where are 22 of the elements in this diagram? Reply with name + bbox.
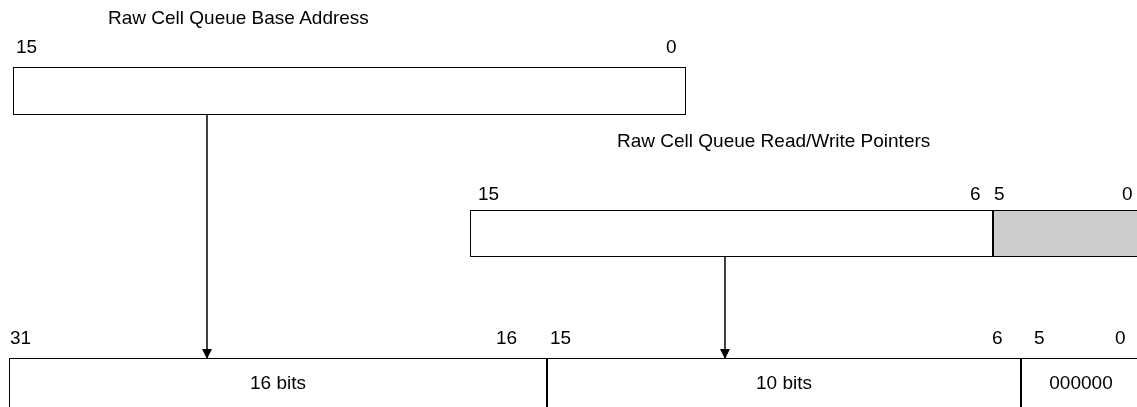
bit-number: 0 (1115, 328, 1126, 347)
bit-number: 6 (970, 184, 981, 203)
register-field: 000000 (1021, 358, 1137, 407)
bit-number: 5 (994, 184, 1005, 203)
bit-number: 0 (1122, 184, 1133, 203)
bit-number: 15 (478, 184, 500, 203)
register-field: 10 bits (547, 358, 1021, 407)
bit-number: 5 (1034, 328, 1045, 347)
bit-number: 0 (666, 37, 677, 56)
bit-number: 16 (496, 328, 518, 347)
register-field: 16 bits (9, 358, 547, 407)
reserved-bits-box (993, 210, 1137, 257)
arrow (720, 256, 730, 359)
arrow (202, 114, 212, 359)
register-title: Raw Cell Queue Read/Write Pointers (617, 131, 931, 150)
register-box (470, 210, 993, 257)
register-title: Raw Cell Queue Base Address (108, 8, 369, 27)
bit-number: 15 (550, 328, 572, 347)
bit-number: 6 (992, 328, 1003, 347)
bit-number: 31 (10, 328, 32, 347)
register-box (13, 67, 686, 115)
bit-number: 15 (16, 37, 38, 56)
